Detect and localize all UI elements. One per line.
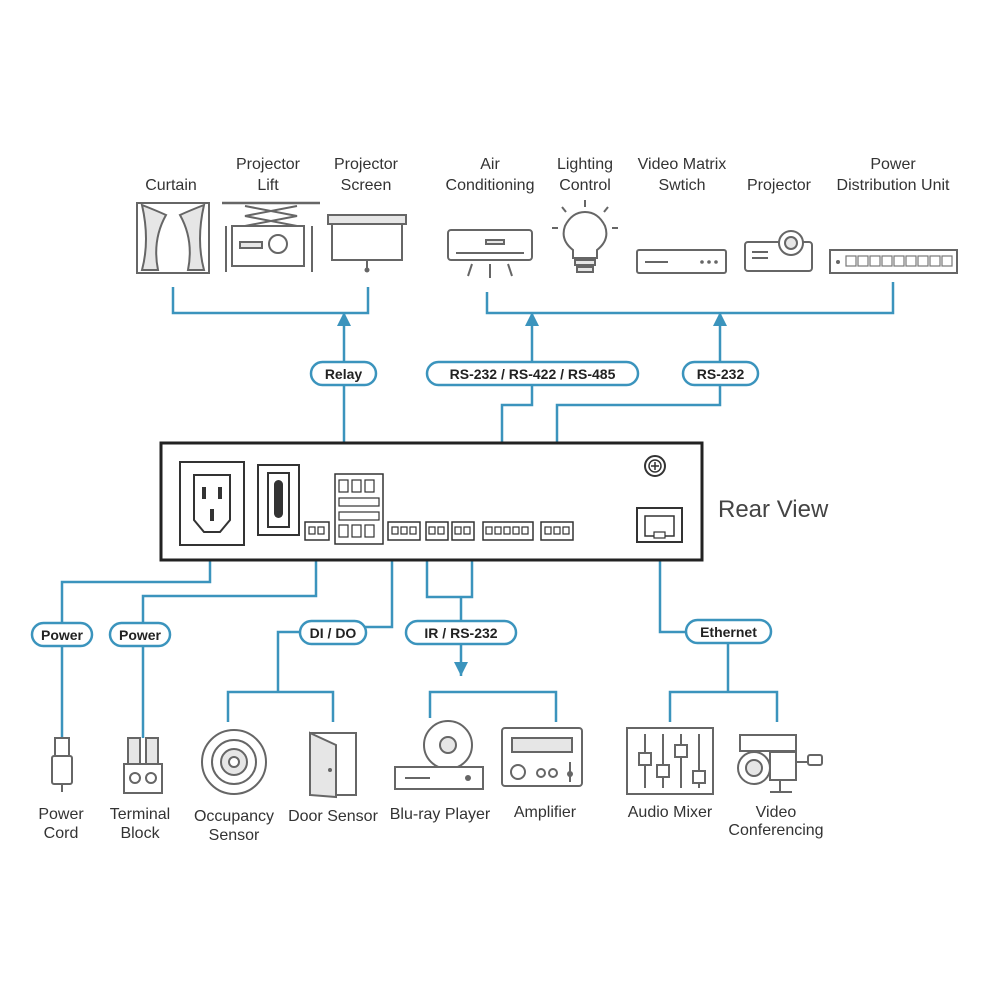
power-badge-1: Power xyxy=(30,621,94,648)
power-inlet xyxy=(179,461,245,546)
ir-rs232-badge-text: IR / RS-232 xyxy=(424,625,497,641)
ethernet-port xyxy=(636,507,683,543)
ir-connectors xyxy=(425,521,475,541)
rs232-connector xyxy=(540,521,574,541)
power-switch xyxy=(257,464,300,536)
power-badge-1-text: Power xyxy=(41,627,84,643)
power-cord-icon xyxy=(51,737,73,792)
serial-multi-badge-text: RS-232 / RS-422 / RS-485 xyxy=(450,366,616,382)
rear-panel xyxy=(159,441,704,562)
door-sensor-label: Door Sensor xyxy=(288,808,378,825)
amplifier-icon xyxy=(501,727,583,787)
rs232-badge-text: RS-232 xyxy=(697,366,745,382)
rs232-badge: RS-232 xyxy=(681,360,760,387)
ethernet-badge: Ethernet xyxy=(684,618,773,645)
rear-view-label: Rear View xyxy=(718,496,829,523)
ground-screw-icon xyxy=(644,455,666,477)
bluray-player-icon xyxy=(394,720,484,790)
di-do-badge: DI / DO xyxy=(298,619,368,646)
relay-connectors xyxy=(334,473,384,545)
projector-lift-icon xyxy=(222,201,320,272)
di-do-connector xyxy=(387,521,421,541)
power-badge-2: Power xyxy=(108,621,172,648)
bluray-player-label: Blu-ray Player xyxy=(390,806,491,823)
air-conditioner-icon xyxy=(447,229,533,278)
power-badge-2-text: Power xyxy=(119,627,162,643)
power-distribution-unit-icon xyxy=(829,249,958,274)
light-bulb-icon xyxy=(552,200,618,273)
relay-badge-text: Relay xyxy=(325,366,363,382)
power-terminal-connector xyxy=(304,521,330,541)
di-do-badge-text: DI / DO xyxy=(310,625,357,641)
serial-connector xyxy=(482,521,534,541)
occupancy-sensor-icon xyxy=(201,729,267,795)
projector-screen-icon xyxy=(327,214,407,273)
serial-multi-badge: RS-232 / RS-422 / RS-485 xyxy=(425,360,640,387)
terminal-block-icon xyxy=(123,737,163,794)
wires xyxy=(60,282,895,738)
audio-mixer-icon xyxy=(626,727,714,795)
door-sensor-icon xyxy=(309,731,357,799)
relay-badge: Relay xyxy=(309,360,378,387)
video-matrix-switch-icon xyxy=(636,249,727,274)
projector-icon xyxy=(744,230,813,272)
ethernet-badge-text: Ethernet xyxy=(700,624,757,640)
audio-mixer-label: Audio Mixer xyxy=(628,804,713,821)
video-conferencing-icon xyxy=(737,734,823,793)
projector-label: Projector xyxy=(747,177,812,194)
curtain-label: Curtain xyxy=(145,177,197,194)
ir-rs232-badge: IR / RS-232 xyxy=(404,619,518,646)
amplifier-label: Amplifier xyxy=(514,804,577,821)
curtain-icon xyxy=(136,202,210,274)
